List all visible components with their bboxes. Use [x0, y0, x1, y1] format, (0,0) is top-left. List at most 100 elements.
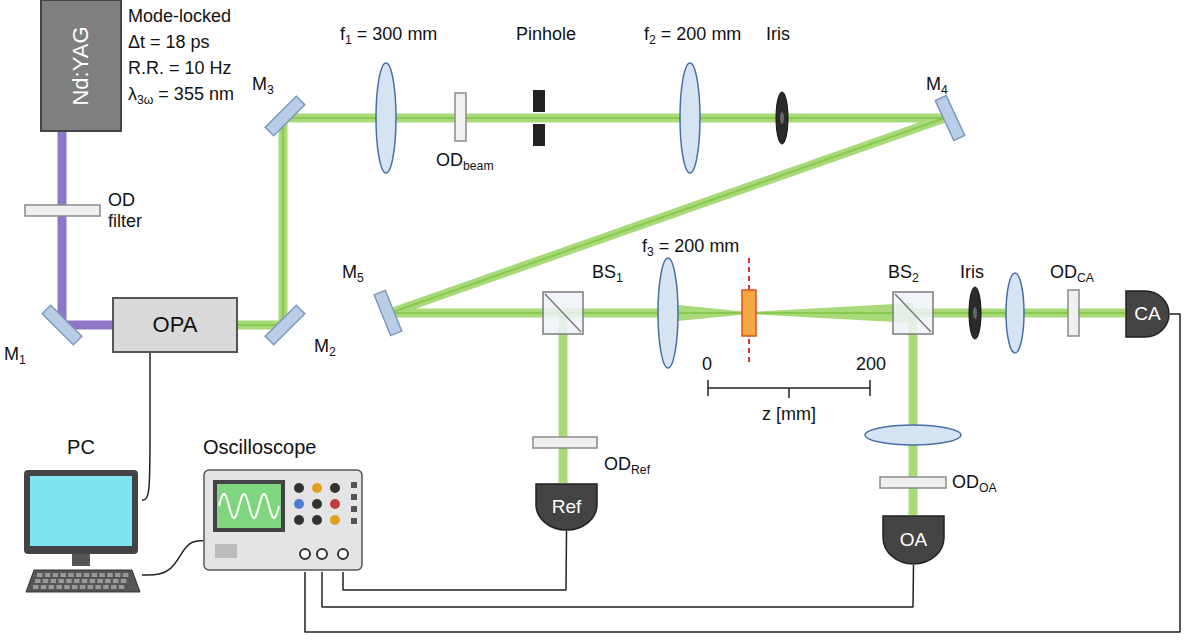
axis-title: z [mm] [762, 404, 816, 425]
laser-beam [238, 118, 1125, 515]
key [111, 585, 117, 589]
axis-tick [788, 388, 790, 398]
axis-value: 200 [856, 354, 886, 375]
key [92, 573, 98, 577]
mirror [935, 96, 964, 141]
laser-spec: Δt = 18 ps [128, 32, 210, 53]
key [115, 573, 121, 577]
od-filter [455, 93, 466, 141]
laser-spec: R.R. = 10 Hz [128, 58, 232, 79]
axis-value: 0 [702, 354, 712, 375]
photodiode-housing [536, 484, 597, 530]
mirror [42, 305, 82, 345]
key [99, 573, 105, 577]
key [41, 585, 47, 589]
keys [33, 573, 128, 589]
key [35, 579, 41, 583]
lens [865, 425, 961, 445]
device-heading: Oscilloscope [203, 436, 316, 459]
key [66, 579, 72, 583]
key [90, 579, 96, 583]
od-filter [880, 477, 946, 488]
key [95, 585, 101, 589]
key [97, 579, 103, 583]
detector-name: CA [1134, 303, 1160, 325]
key [53, 573, 59, 577]
lens-label: f2 = 200 mm [644, 24, 741, 47]
cable [142, 353, 150, 500]
lens-label: f1 = 300 mm [340, 24, 437, 47]
key [76, 573, 82, 577]
mirror [265, 96, 305, 136]
iris [776, 92, 788, 144]
z-axis [708, 380, 870, 398]
scope-trace [219, 494, 279, 518]
device-name: OPA [153, 312, 198, 338]
knob [312, 499, 322, 509]
monitor-screen [30, 476, 132, 546]
scope-screen [217, 484, 281, 528]
splitter-label: BS1 [592, 262, 623, 285]
key [121, 579, 127, 583]
lens [658, 258, 678, 368]
beam-path [238, 118, 945, 325]
knob [330, 483, 340, 493]
axis-tick [869, 380, 871, 396]
pinhole-label: Pinhole [516, 24, 576, 45]
key [107, 573, 113, 577]
beam-splitter-face [895, 294, 931, 332]
iris-hole [780, 112, 977, 319]
scope-controls [215, 482, 357, 559]
key [103, 585, 109, 589]
pump-beam [62, 132, 112, 325]
od-filter [533, 437, 597, 448]
pinhole-block [533, 90, 545, 112]
iris-opening [780, 112, 784, 124]
mirror-label: M1 [4, 344, 26, 367]
input-connector [338, 549, 348, 559]
mirror-label: M5 [342, 262, 364, 285]
lens [680, 63, 700, 173]
key [56, 585, 62, 589]
iris-label: Iris [766, 24, 790, 45]
filters [25, 93, 1079, 488]
knob [294, 499, 304, 509]
filter-label: ODOA [952, 472, 997, 495]
opa-box: OPA [112, 297, 238, 353]
photodiode-housing [883, 516, 944, 564]
key [33, 585, 39, 589]
key [51, 579, 57, 583]
mirror-label: M2 [314, 336, 336, 359]
key [84, 573, 90, 577]
key [49, 585, 55, 589]
beam-splitter-face [545, 294, 581, 332]
pinhole-block [533, 124, 545, 146]
mirror [265, 305, 305, 345]
mirror-label: M4 [926, 74, 948, 97]
knob [294, 515, 304, 525]
iris-opening [973, 307, 977, 319]
beam-splitters [543, 292, 933, 334]
detector: OA [882, 515, 945, 565]
beam-splitter [893, 292, 933, 334]
mirror [374, 290, 402, 335]
button [351, 494, 357, 500]
splitter-label: BS2 [888, 262, 919, 285]
sample [742, 290, 756, 336]
input-connector [317, 549, 327, 559]
key [105, 579, 111, 583]
monitor-stand [72, 554, 90, 566]
laser-housing [41, 0, 121, 131]
detector-name: Ref [552, 496, 582, 518]
lens [376, 63, 396, 173]
signal-cable [343, 531, 567, 590]
key [45, 573, 51, 577]
input-connector [300, 549, 310, 559]
laser-box: Nd:YAG [40, 0, 122, 132]
oscilloscope-shape [203, 468, 363, 572]
oscilloscope: Oscilloscope [203, 468, 363, 572]
photodiode-housing [1126, 291, 1169, 337]
detector: CA [1125, 290, 1170, 338]
lens-label: f3 = 200 mm [642, 236, 739, 259]
lenses [376, 63, 1024, 445]
